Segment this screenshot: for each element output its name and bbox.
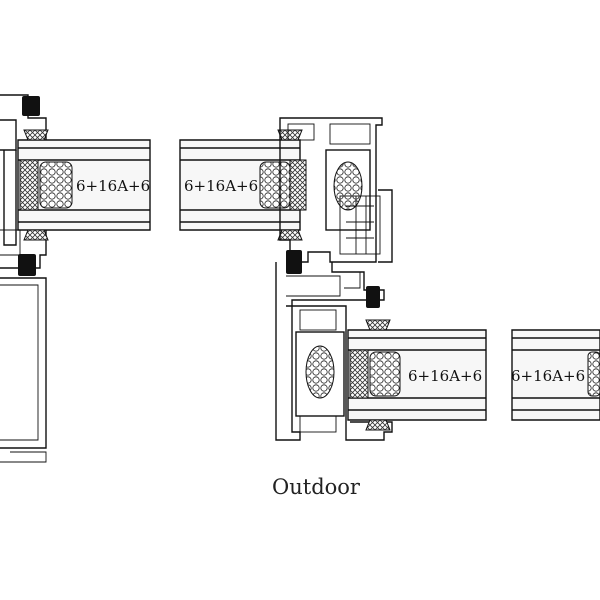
sealant-block xyxy=(19,159,39,211)
wedge-gasket xyxy=(365,319,391,331)
glass-spec-label: 6+16A+6 xyxy=(76,177,150,195)
wedge-gasket xyxy=(23,129,49,141)
spacer-desiccant xyxy=(39,161,73,209)
left-insulated-glass-unit: 6+16A+6 xyxy=(17,129,151,241)
glass-spec-label: 6+16A+6 xyxy=(408,367,482,385)
top-gasket xyxy=(22,96,40,116)
left-frame-profile xyxy=(0,94,47,463)
right-insulated-glass-unit: 6+16A+6 xyxy=(511,329,600,421)
wedge-gasket xyxy=(365,419,391,431)
glass-spec-label: 6+16A+6 xyxy=(184,177,258,195)
glass-spec-label: 6+16A+6 xyxy=(511,367,585,385)
spacer-desiccant xyxy=(587,351,600,397)
wedge-gasket xyxy=(277,129,303,141)
wedge-gasket xyxy=(277,229,303,241)
sealant-block xyxy=(349,349,369,399)
sash-gasket xyxy=(366,286,380,308)
outdoor-caption: Outdoor xyxy=(272,475,361,499)
spacer-desiccant xyxy=(259,161,291,209)
middle-insulated-glass-unit: 6+16A+6 xyxy=(179,129,307,241)
spacer-desiccant xyxy=(369,351,401,397)
lower-insulated-glass-unit: 6+16A+6 xyxy=(347,319,487,431)
mullion-gasket xyxy=(286,250,302,274)
thermal-break xyxy=(333,161,363,211)
wedge-gasket xyxy=(23,229,49,241)
sealant-block xyxy=(289,159,307,211)
bottom-gasket xyxy=(18,254,36,276)
thermal-break xyxy=(305,345,335,399)
center-mullion-profile xyxy=(275,117,393,441)
